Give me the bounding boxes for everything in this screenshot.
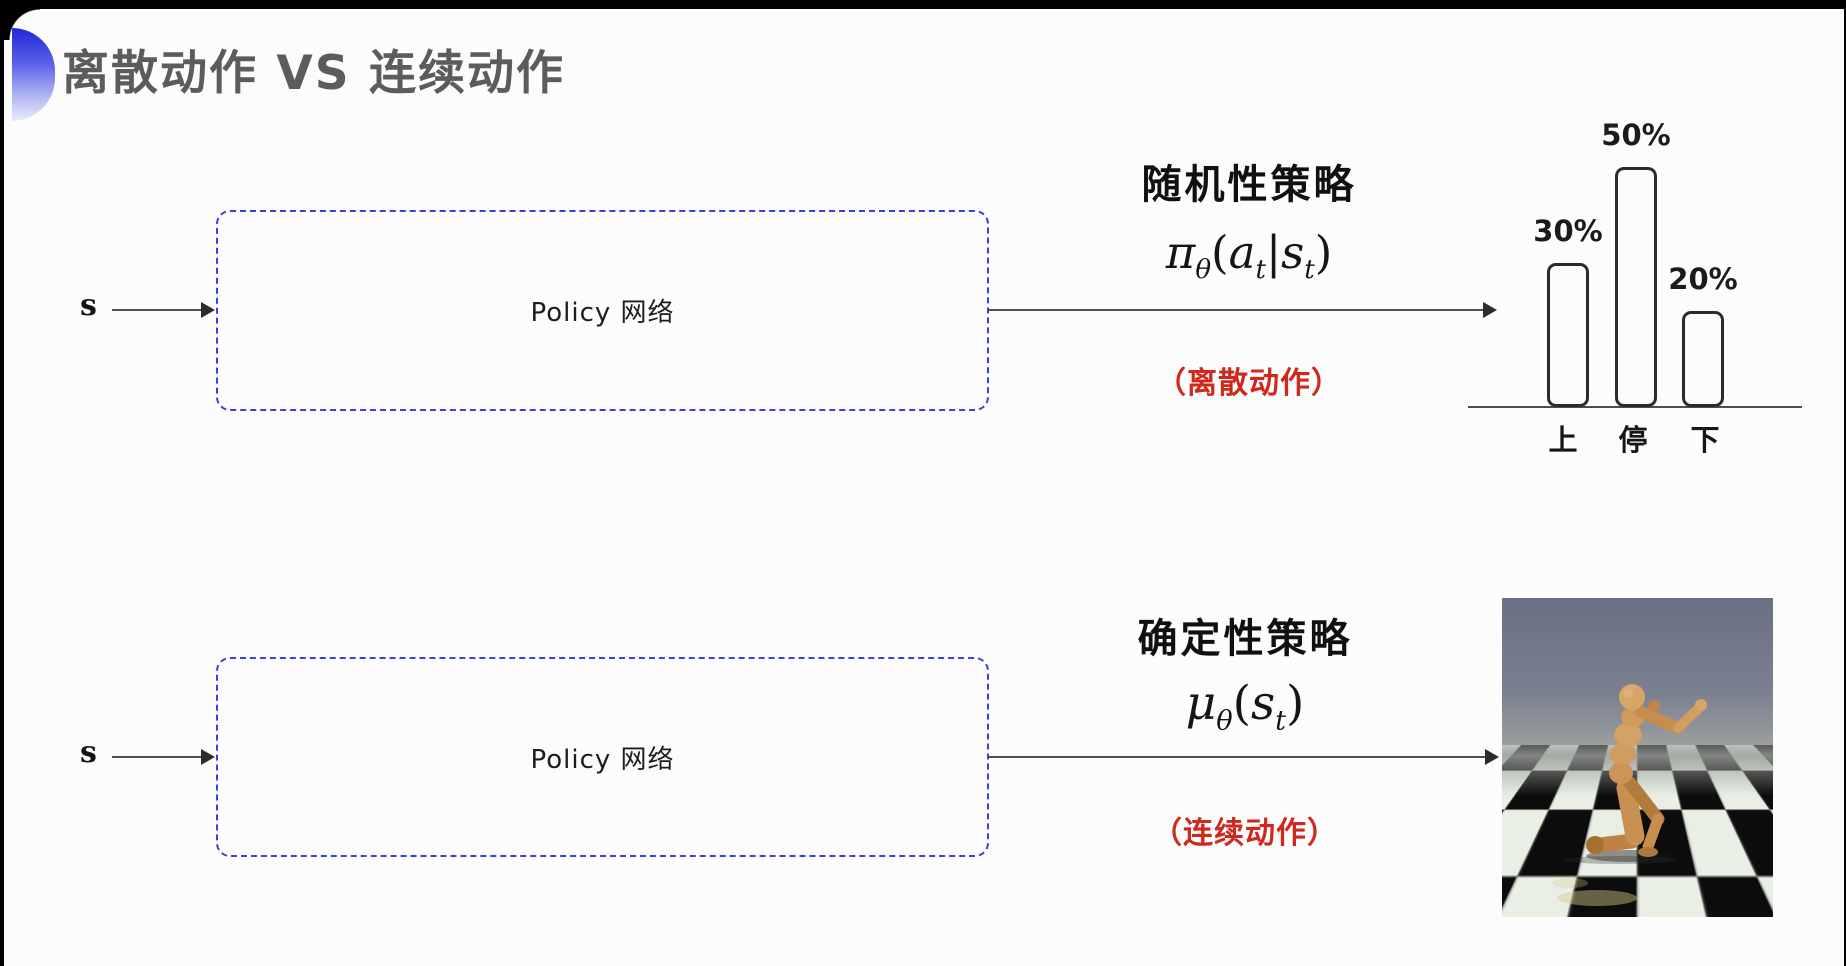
state-input-label-top: s — [80, 288, 97, 323]
policy-network-box-bottom: Policy 网络 — [216, 657, 989, 857]
input-arrow-top — [112, 302, 215, 318]
bar-category-stop: 停 — [1618, 423, 1648, 457]
stochastic-policy-formula: πθ(at|st) — [1165, 226, 1333, 285]
deterministic-policy-title: 确定性策略 — [1137, 616, 1353, 662]
bar-value-stop: 50% — [1601, 118, 1671, 152]
bar-group-stop: 50% — [1594, 118, 1678, 407]
output-arrow-bottom — [988, 749, 1499, 765]
output-arrow-top — [988, 302, 1497, 318]
frame-edge-right — [1844, 0, 1846, 966]
frame-edge-top — [0, 0, 1846, 9]
policy-network-label-bottom: Policy 网络 — [530, 744, 675, 775]
bar-chart-baseline — [1468, 406, 1802, 408]
stochastic-policy-title: 随机性策略 — [1141, 162, 1357, 208]
policy-network-label-top: Policy 网络 — [530, 298, 675, 328]
humanoid-figure — [1552, 684, 1707, 906]
humanoid-robot-image — [1502, 598, 1773, 917]
frame-edge-left — [0, 0, 4, 966]
bar-stop — [1615, 167, 1657, 407]
page-title: 离散动作 VS 连续动作 — [62, 46, 565, 101]
frame-corner — [0, 0, 40, 40]
continuous-action-note: （连续动作） — [1152, 816, 1338, 851]
title-bullet-icon — [12, 28, 55, 121]
bar-value-down: 20% — [1668, 262, 1738, 296]
policy-network-box-top: Policy 网络 — [216, 210, 989, 411]
bar-up — [1547, 263, 1589, 407]
state-input-label-bottom: s — [80, 735, 97, 770]
input-arrow-bottom — [112, 749, 215, 765]
bar-category-up: 上 — [1548, 423, 1578, 457]
bar-down — [1682, 311, 1724, 407]
bar-value-up: 30% — [1533, 214, 1603, 248]
bar-category-down: 下 — [1690, 423, 1720, 457]
discrete-action-note: （离散动作） — [1156, 366, 1342, 401]
bar-group-down: 20% — [1661, 262, 1745, 407]
deterministic-policy-formula: μθ(st) — [1185, 676, 1305, 737]
bar-group-up: 30% — [1526, 214, 1610, 407]
